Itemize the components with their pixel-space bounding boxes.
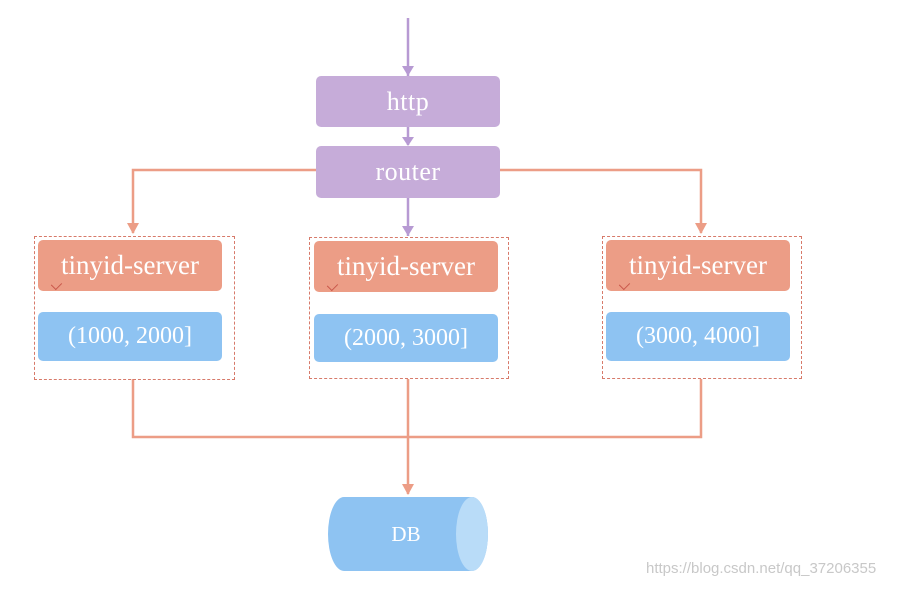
server-node-1: tinyid-server bbox=[38, 240, 222, 291]
server-label-1: tinyid-server bbox=[61, 250, 199, 280]
arrow-router-to-server-1 bbox=[131, 168, 316, 233]
watermark: https://blog.csdn.net/qq_37206355 bbox=[646, 560, 877, 577]
line-server-3-to-bus bbox=[408, 379, 703, 439]
http-label: http bbox=[386, 86, 430, 116]
router-label: router bbox=[375, 157, 441, 186]
server-group-2 bbox=[309, 237, 509, 379]
server-node-2: tinyid-server bbox=[314, 241, 498, 292]
range-node-3: (3000, 4000] bbox=[606, 312, 790, 361]
db-label: DB bbox=[391, 521, 421, 546]
range-label-3: (3000, 4000] bbox=[636, 323, 760, 349]
line-server-1-to-bus bbox=[131, 379, 408, 439]
http-node: http bbox=[316, 76, 500, 127]
server-label-3: tinyid-server bbox=[629, 250, 767, 280]
range-node-1: (1000, 2000] bbox=[38, 312, 222, 361]
database-icon bbox=[328, 497, 488, 571]
server-node-3: tinyid-server bbox=[606, 240, 790, 291]
server-group-3 bbox=[602, 236, 802, 379]
arrow-router-to-server-3 bbox=[500, 168, 703, 233]
router-node: router bbox=[316, 146, 500, 198]
db-node: DB bbox=[326, 496, 490, 572]
range-label-1: (1000, 2000] bbox=[68, 323, 192, 349]
range-label-2: (2000, 3000] bbox=[344, 324, 468, 351]
range-node-2: (2000, 3000] bbox=[314, 314, 498, 362]
server-group-1 bbox=[34, 236, 235, 380]
server-label-2: tinyid-server bbox=[337, 251, 475, 281]
